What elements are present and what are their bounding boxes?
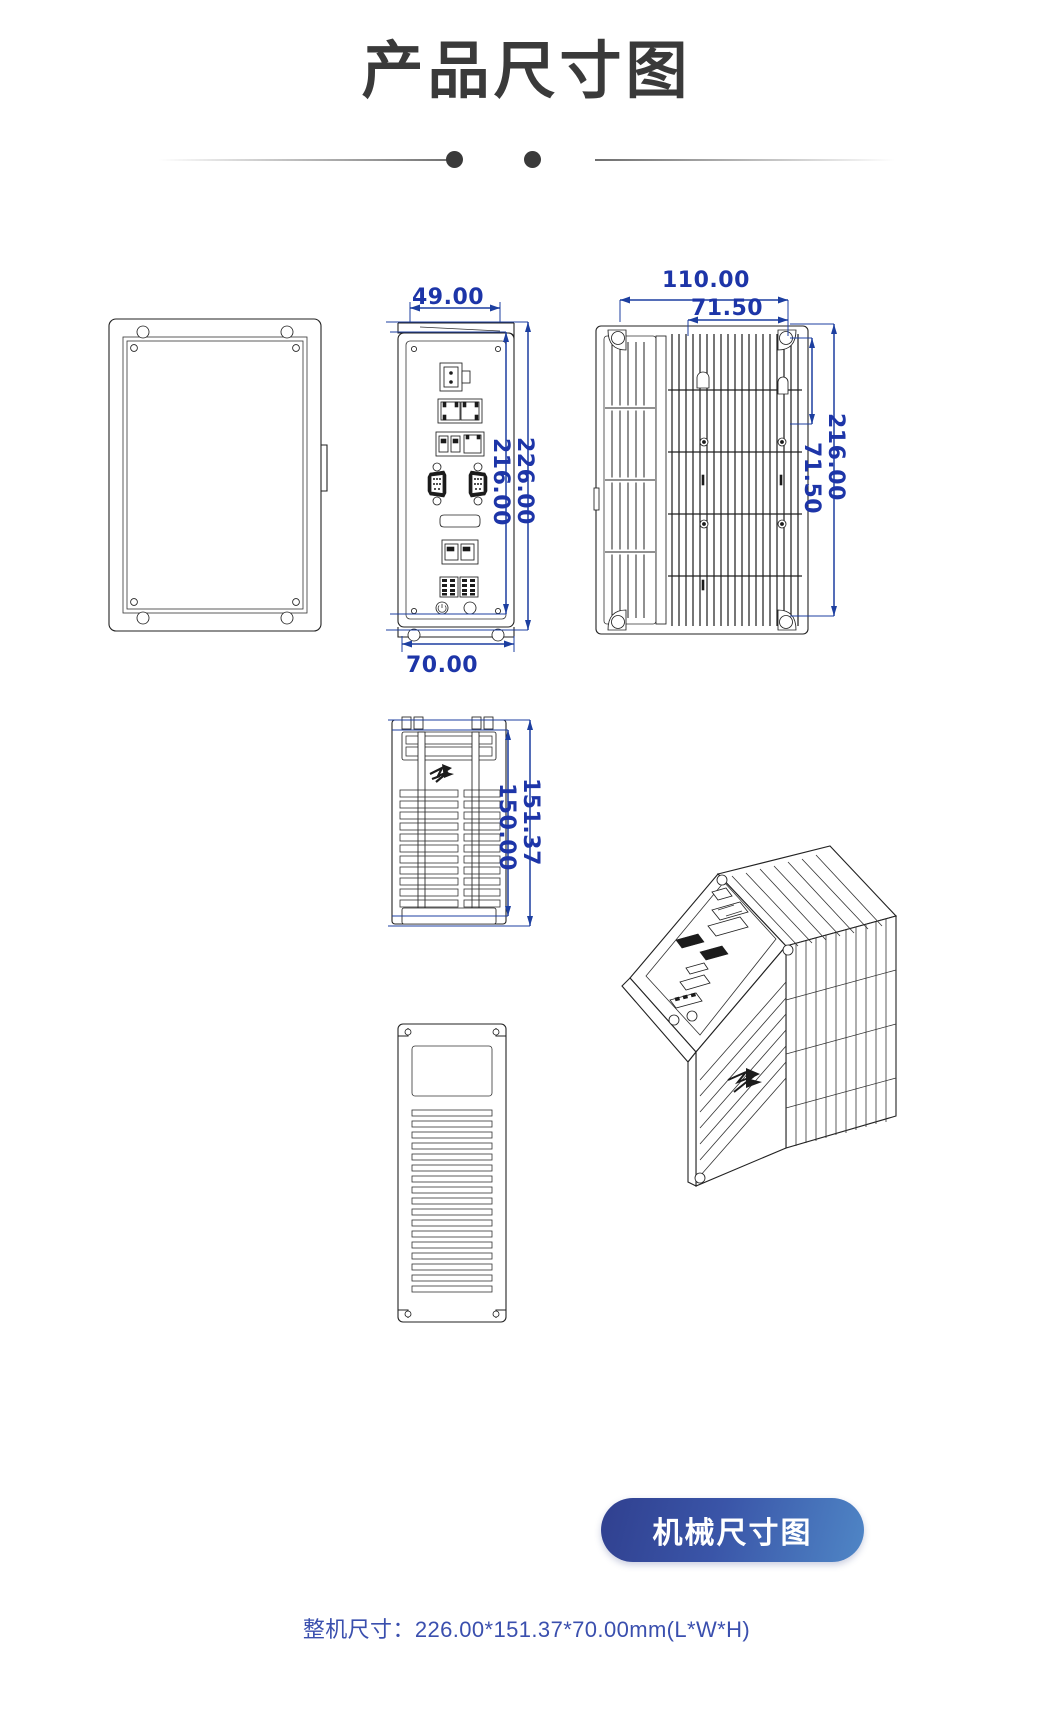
overall-dimension-text: 整机尺寸：226.00*151.37*70.00mm(L*W*H): [302, 1617, 751, 1642]
divider-line-right: [595, 159, 895, 161]
dim-top-vertical-graphic: [388, 718, 544, 930]
dim-rear-vertical-graphic: [790, 320, 850, 630]
iso-port-rj45: [711, 901, 749, 921]
dim-rear-71-side-label: 71.50: [799, 442, 824, 515]
dim-front-49-graphic: [404, 292, 514, 322]
dim-front-216-label: 216.00: [488, 438, 513, 526]
mechanical-dimension-badge[interactable]: 机械尺寸图: [601, 1498, 864, 1562]
iso-port-terminal: [669, 992, 703, 1009]
iso-port-db9-b: [699, 945, 729, 961]
divider-line-left: [158, 159, 458, 161]
port-power-button: [435, 601, 449, 615]
port-usb-dual: [441, 539, 479, 565]
view-top: [386, 716, 516, 928]
port-db9-serial-right: [468, 462, 488, 506]
dim-rear-110-graphic: [616, 286, 796, 322]
view-bottom-plate: [105, 315, 328, 635]
divider-dot-right: [524, 151, 541, 168]
dim-front-70-graphic: [398, 636, 518, 662]
indicator-led: [463, 601, 477, 615]
dim-rear-71-top-graphic: [684, 308, 794, 336]
dim-top-151-label: 151.37: [518, 778, 543, 866]
iso-port-usb: [679, 974, 711, 991]
port-terminal-block-right: [459, 576, 479, 598]
dim-front-70-label: 70.00: [406, 653, 479, 678]
title-divider: [0, 148, 1053, 172]
page-title: 产品尺寸图: [361, 37, 692, 106]
divider-dot-left: [446, 151, 463, 168]
dim-rear-110-label: 110.00: [662, 268, 750, 293]
iso-port-db9-a: [675, 933, 705, 949]
port-usb-rj45: [435, 431, 485, 457]
port-terminal-block-left: [439, 576, 459, 598]
iso-port-hdmi: [685, 962, 709, 975]
dim-front-226-label: 226.00: [512, 437, 537, 525]
port-db9-serial-left: [427, 462, 447, 506]
dim-top-150-label: 150.00: [494, 783, 519, 871]
iso-port-power: [711, 887, 733, 901]
port-hdmi: [439, 514, 481, 528]
iso-port-usb-lan: [707, 916, 749, 937]
view-side: [392, 1018, 512, 1328]
dim-rear-216-label: 216.00: [823, 413, 848, 501]
dim-rear-71-top-label: 71.50: [691, 296, 764, 321]
dim-front-vertical-graphic: [386, 320, 538, 640]
view-rear-heatsink: [592, 320, 812, 640]
view-isometric: [600, 830, 900, 1220]
port-power-connector: [439, 362, 471, 392]
dim-front-49-label: 49.00: [412, 285, 485, 310]
port-rj45-dual: [437, 398, 483, 424]
view-front-io: [390, 315, 530, 645]
